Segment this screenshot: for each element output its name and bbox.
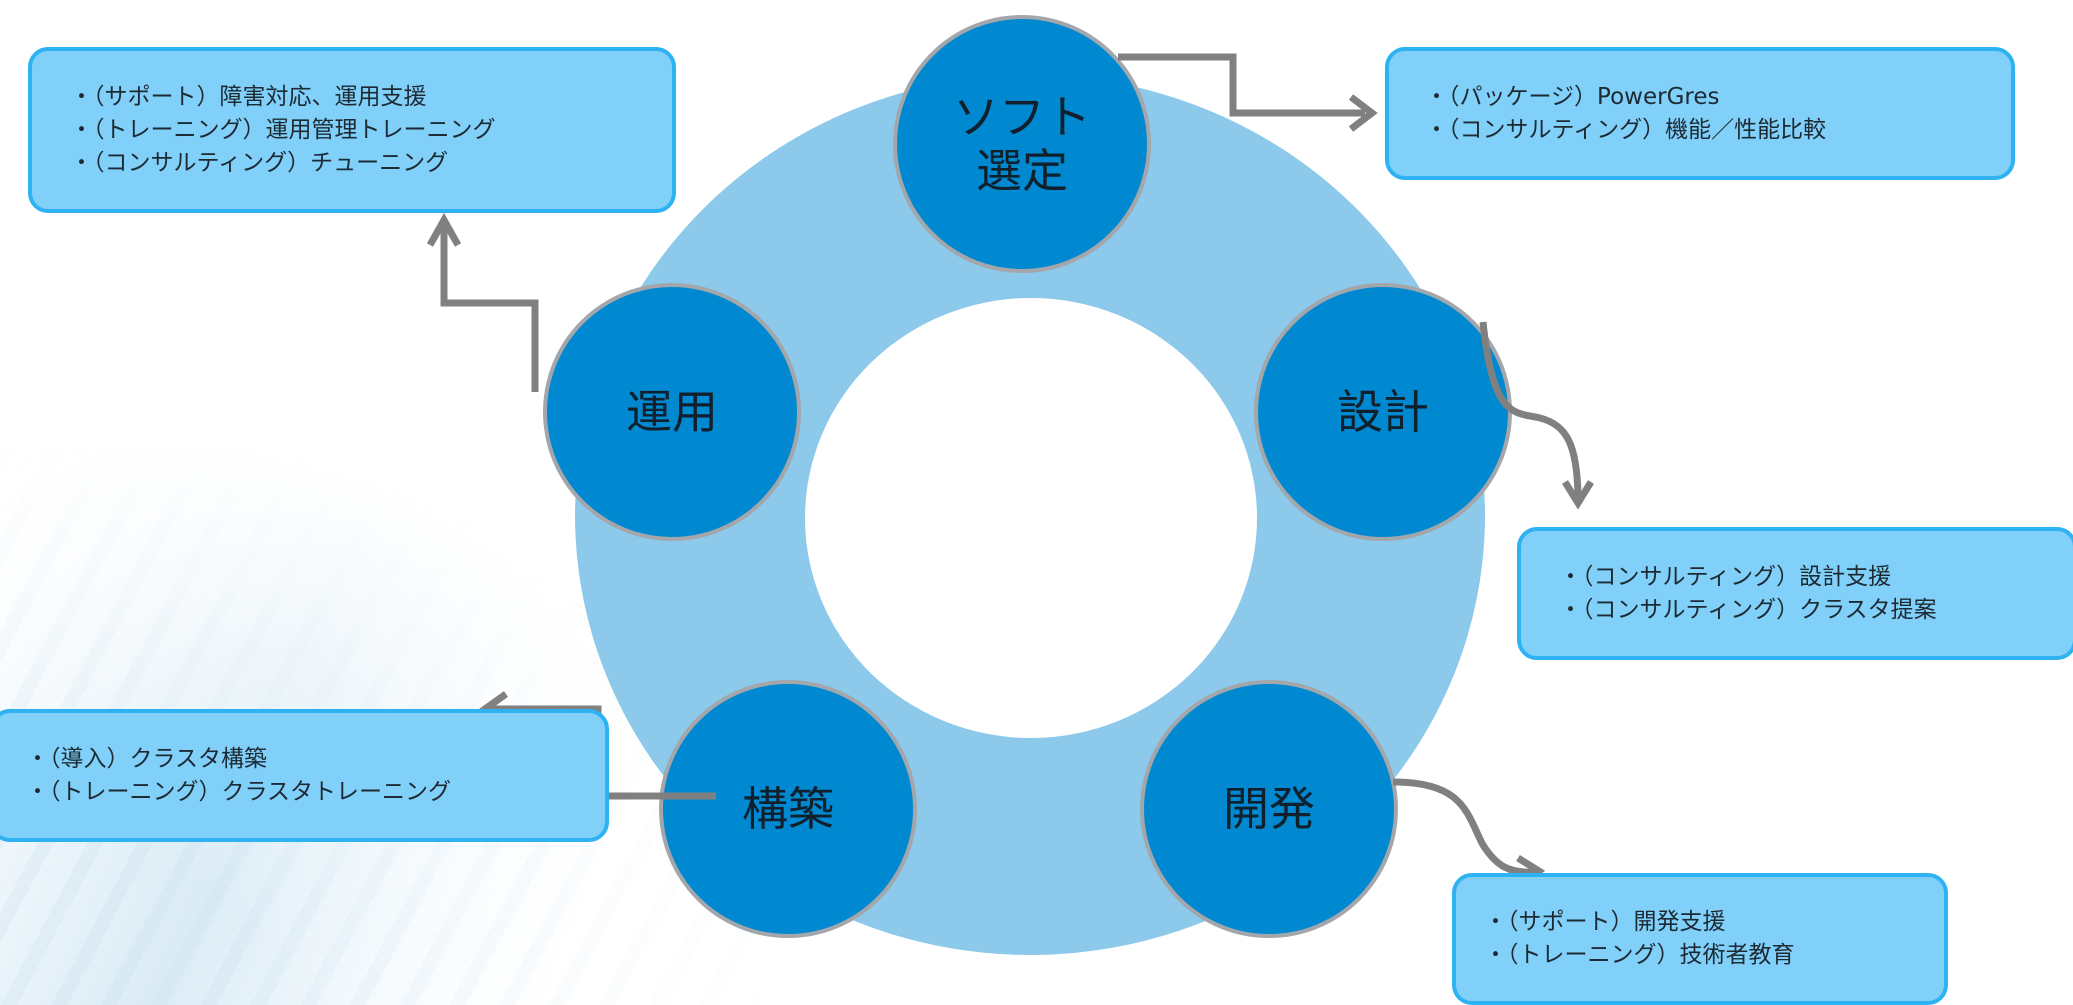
connector-operation-arrowhead [426, 212, 462, 247]
box-operation-item-3: ・（コンサルティング）チューニング [70, 149, 449, 176]
box-design-item-1: ・（コンサルティング）設計支援 [1559, 563, 1892, 590]
box-operation-item-1: ・（サポート）障害対応、運用支援 [70, 83, 427, 110]
connector-software-selection-arrowhead [1348, 94, 1378, 132]
stage-design-label: 設計 [1337, 384, 1429, 439]
connector-operation-line [440, 225, 539, 392]
box-construction-item-1: ・（導入）クラスタ構築 [26, 745, 268, 772]
box-development-item-2: ・（トレーニング）技術者教育 [1484, 942, 1795, 968]
stage-design: 設計 [1254, 283, 1512, 541]
stage-construction: 構築 [659, 680, 917, 938]
box-software-selection: ・（パッケージ）PowerGres ・（コンサルティング）機能／性能比較 [1385, 47, 2015, 180]
stage-construction-label: 構築 [742, 781, 834, 836]
box-operation-item-2: ・（トレーニング）運用管理トレーニング [70, 116, 496, 143]
stage-operation-label: 運用 [626, 384, 718, 439]
cycle-ring-center [805, 298, 1257, 738]
stage-operation: 運用 [543, 283, 801, 541]
box-software-selection-item-1: ・（パッケージ）PowerGres [1425, 83, 1720, 110]
box-operation: ・（サポート）障害対応、運用支援 ・（トレーニング）運用管理トレーニング ・（コ… [28, 47, 676, 213]
box-construction: ・（導入）クラスタ構築 ・（トレーニング）クラスタトレーニング [0, 709, 609, 842]
connector-development-line [1392, 778, 1534, 876]
box-design: ・（コンサルティング）設計支援 ・（コンサルティング）クラスタ提案 [1517, 527, 2073, 660]
stage-software-selection-label: ソフト 選定 [953, 89, 1091, 198]
box-design-item-2: ・（コンサルティング）クラスタ提案 [1559, 596, 1937, 623]
box-development: ・（サポート）開発支援 ・（トレーニング）技術者教育 [1452, 873, 1948, 1005]
box-construction-item-2: ・（トレーニング）クラスタトレーニング [26, 778, 452, 805]
stage-software-selection: ソフト 選定 [893, 15, 1151, 273]
box-development-item-1: ・（サポート）開発支援 [1484, 909, 1726, 935]
stage-development-label: 開発 [1223, 781, 1315, 836]
box-software-selection-item-2: ・（コンサルティング）機能／性能比較 [1425, 116, 1827, 143]
stage-development: 開発 [1140, 680, 1398, 938]
connector-design-arrowhead [1562, 480, 1594, 510]
